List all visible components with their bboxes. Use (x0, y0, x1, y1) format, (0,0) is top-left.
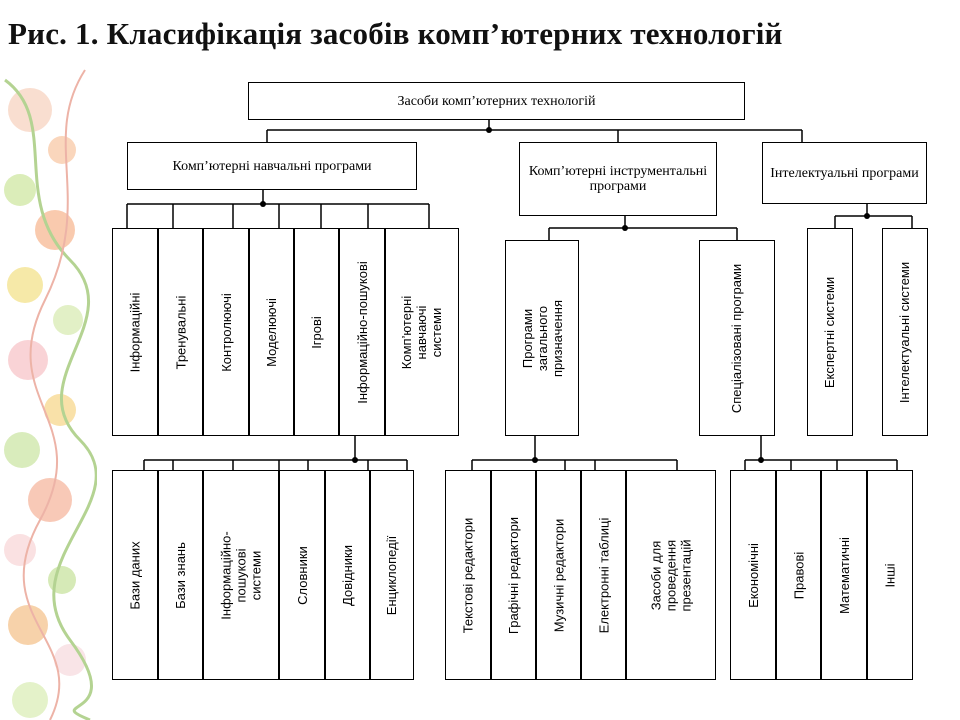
instrumental-programs-label: Комп’ютерні інструментальні програми (528, 164, 708, 194)
educational-item: Контролюючі (203, 228, 249, 436)
special-sub-item: Математичні (821, 470, 867, 680)
general-sub-item: Засоби для проведення презентацій (626, 470, 716, 680)
search-sub-item: Енциклопедії (370, 470, 414, 680)
search-sub-item: Довідники (325, 470, 370, 680)
root-node: Засоби комп’ютерних технологій (248, 82, 745, 120)
general-sub-item: Графічні редактори (491, 470, 536, 680)
special-sub-item: Правові (776, 470, 821, 680)
intellectual-programs-node: Інтелектуальні програми (762, 142, 927, 204)
educational-item: Тренувальні (158, 228, 203, 436)
connector-lines (126, 120, 913, 470)
educational-programs-label: Комп’ютерні навчальні програми (172, 158, 372, 174)
educational-item: Інформаційно-пошукові (339, 228, 385, 436)
educational-item: Інформаційні (112, 228, 158, 436)
specialized-programs-node: Спеціалізовані програми (699, 240, 775, 436)
classification-diagram: Засоби комп’ютерних технологій Комп’ютер… (97, 78, 955, 718)
general-sub-item: Електронні таблиці (581, 470, 626, 680)
search-sub-item: Бази даних (112, 470, 158, 680)
intellectual-programs-label: Інтелектуальні програми (770, 165, 919, 181)
special-sub-item: Економічні (730, 470, 776, 680)
intellectual-item: Експертні системи (807, 228, 853, 436)
search-sub-item: Бази знань (158, 470, 203, 680)
search-sub-item: Словники (279, 470, 325, 680)
special-sub-item: Інші (867, 470, 913, 680)
educational-programs-node: Комп’ютерні навчальні програми (127, 142, 417, 190)
instrumental-programs-node: Комп’ютерні інструментальні програми (519, 142, 717, 216)
leaf-shapes (4, 69, 98, 720)
general-sub-item: Текстові редактори (445, 470, 491, 680)
root-label: Засоби комп’ютерних технологій (397, 93, 596, 109)
search-sub-item: Інформаційно-пошукові системи (203, 470, 279, 680)
general-sub-item: Музичні редактори (536, 470, 581, 680)
educational-item: Комп’ютерні навчаючі системи (385, 228, 459, 436)
general-purpose-programs-node: Програми загального призначення (505, 240, 579, 436)
educational-item: Ігрові (294, 228, 339, 436)
educational-item: Моделюючі (249, 228, 294, 436)
figure-title: Рис. 1. Класифікація засобів комп’ютерни… (8, 16, 783, 51)
intellectual-item: Інтелектуальні системи (882, 228, 928, 436)
